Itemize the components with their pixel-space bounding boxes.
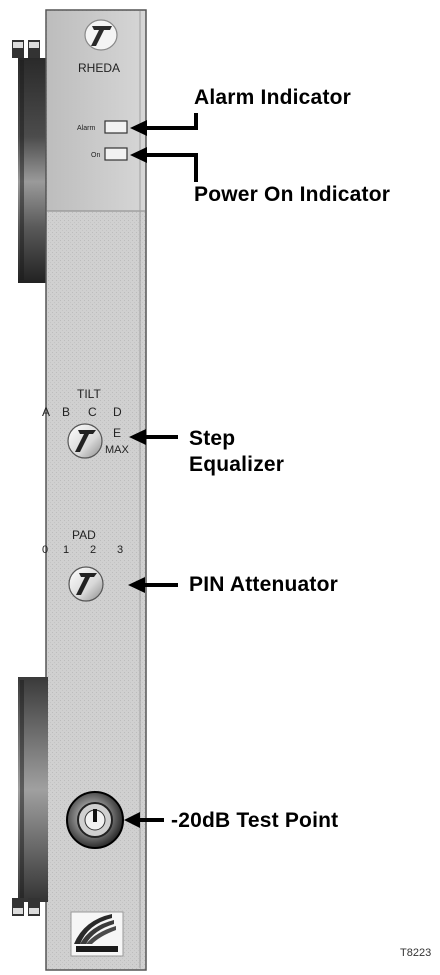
on-led-label: On: [91, 152, 101, 159]
rail-connector-top: [12, 40, 40, 58]
arrow-icon: [124, 812, 164, 828]
pad-position-label: 2: [90, 544, 97, 556]
tilt-position-label: B: [62, 405, 71, 419]
arrow-icon: [129, 429, 178, 445]
tilt-position-label: MAX: [105, 444, 129, 456]
manufacturer-logo-icon: [70, 911, 124, 957]
pad-position-label: 1: [63, 544, 70, 556]
brand-label: RHEDA: [78, 61, 121, 75]
rail-connector-bottom: [12, 898, 40, 916]
callout-test-point: -20dB Test Point: [171, 809, 339, 832]
pad-title: PAD: [72, 528, 96, 542]
callout-pin-attenuator: PIN Attenuator: [189, 573, 339, 596]
arrow-icon: [128, 577, 178, 593]
callout-step-equalizer-line1: Step: [189, 427, 236, 450]
pad-position-label: 3: [117, 544, 124, 556]
alarm-led: [104, 120, 128, 134]
alarm-led-label: Alarm: [77, 125, 96, 132]
tilt-position-label: D: [113, 405, 122, 419]
callout-step-equalizer-line2: Equalizer: [189, 453, 285, 476]
arrow-icon: [130, 113, 198, 136]
tilt-title: TILT: [77, 387, 101, 401]
arrow-icon: [130, 147, 198, 182]
test-point-icon: [66, 791, 124, 849]
tilt-position-label: A: [42, 405, 51, 419]
tilt-position-label: C: [88, 405, 97, 419]
callout-power-on-indicator: Power On Indicator: [194, 183, 391, 206]
callout-alarm-indicator: Alarm Indicator: [194, 86, 352, 109]
brand-logo-icon: [84, 19, 118, 51]
knob-icon: [68, 566, 104, 602]
on-led: [104, 147, 128, 161]
knob-icon: [67, 423, 103, 459]
pad-position-label: 0: [42, 544, 49, 556]
figure-id: T8223: [400, 947, 432, 959]
tilt-position-label: E: [113, 426, 122, 440]
